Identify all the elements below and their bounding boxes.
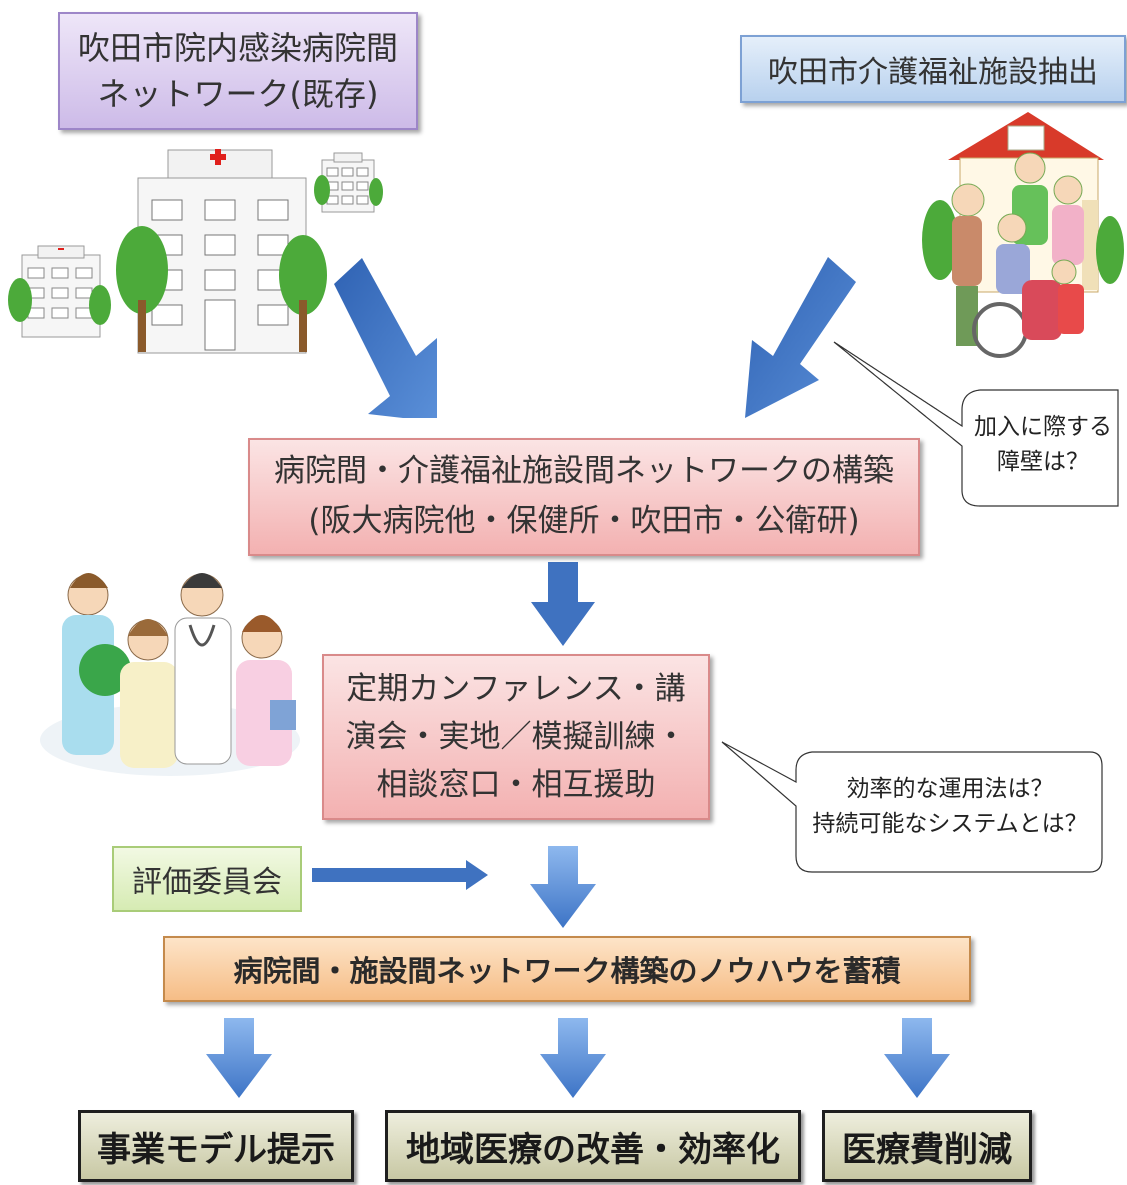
care-facility-illustration <box>922 112 1124 358</box>
outcome-regional-medicine: 地域医療の改善・効率化 <box>385 1110 801 1182</box>
existing-hospital-network-box: 吹田市院内感染病院間 ネットワーク(既存) <box>58 12 418 130</box>
bubble-join-line-1: 加入に際する <box>974 414 1112 440</box>
care-facility-extraction-text: 吹田市介護福祉施設抽出 <box>768 55 1098 90</box>
outcome-cost-reduction-text: 医療費削減 <box>842 1129 1012 1170</box>
knowhow-box: 病院間・施設間ネットワーク構築のノウハウを蓄積 <box>163 936 971 1002</box>
arrow-down-outcome-1 <box>206 1018 272 1098</box>
arrow-from-evaluation <box>312 860 488 890</box>
bubble-operation-text: 効率的な運用法は？ 持続可能なシステムとは？ <box>800 772 1100 841</box>
bubble-join-text: 加入に際する 障壁は？ <box>968 410 1118 479</box>
bubble-join-outline <box>833 341 1119 507</box>
bubble-operation-outline <box>721 741 1103 873</box>
activities-line-1: 定期カンファレンス・講 <box>346 670 686 707</box>
activities-box: 定期カンファレンス・講 演会・実地／模擬訓練・ 相談窓口・相互援助 <box>322 654 710 820</box>
outcome-business-model-text: 事業モデル提示 <box>97 1129 335 1170</box>
outcome-cost-reduction: 医療費削減 <box>822 1110 1032 1182</box>
outcome-regional-medicine-text: 地域医療の改善・効率化 <box>406 1129 780 1170</box>
outcome-business-model: 事業モデル提示 <box>78 1110 354 1182</box>
evaluation-committee-text: 評価委員会 <box>132 865 282 900</box>
knowhow-text: 病院間・施設間ネットワーク構築のノウハウを蓄積 <box>233 954 901 988</box>
network-construction-line-2: (阪大病院他・保健所・吹田市・公衛研) <box>308 503 860 539</box>
activities-line-2: 演会・実地／模擬訓練・ <box>345 718 687 755</box>
arrow-down-2 <box>530 846 596 928</box>
arrow-from-facilities <box>745 257 856 418</box>
network-construction-box: 病院間・介護福祉施設間ネットワークの構築 (阪大病院他・保健所・吹田市・公衛研) <box>248 438 920 556</box>
existing-network-line-1: 吹田市院内感染病院間 <box>77 28 398 67</box>
arrow-from-hospitals <box>334 258 437 418</box>
evaluation-committee-box: 評価委員会 <box>112 846 302 912</box>
bubble-operation-line-1: 効率的な運用法は？ <box>846 776 1054 802</box>
care-facility-extraction-box: 吹田市介護福祉施設抽出 <box>740 35 1126 103</box>
medical-staff-illustration <box>40 573 300 776</box>
arrow-down-outcome-2 <box>540 1018 606 1098</box>
bubble-join-line-2: 障壁は？ <box>997 448 1089 475</box>
arrow-down-outcome-3 <box>884 1018 950 1098</box>
arrow-down-1 <box>531 562 595 646</box>
existing-network-line-2: ネットワーク(既存) <box>97 75 379 113</box>
network-construction-line-1: 病院間・介護福祉施設間ネットワークの構築 <box>274 453 894 490</box>
bubble-operation-line-2: 持続可能なシステムとは？ <box>812 810 1088 837</box>
activities-line-3: 相談窓口・相互援助 <box>376 767 656 804</box>
hospital-illustration <box>8 149 383 354</box>
